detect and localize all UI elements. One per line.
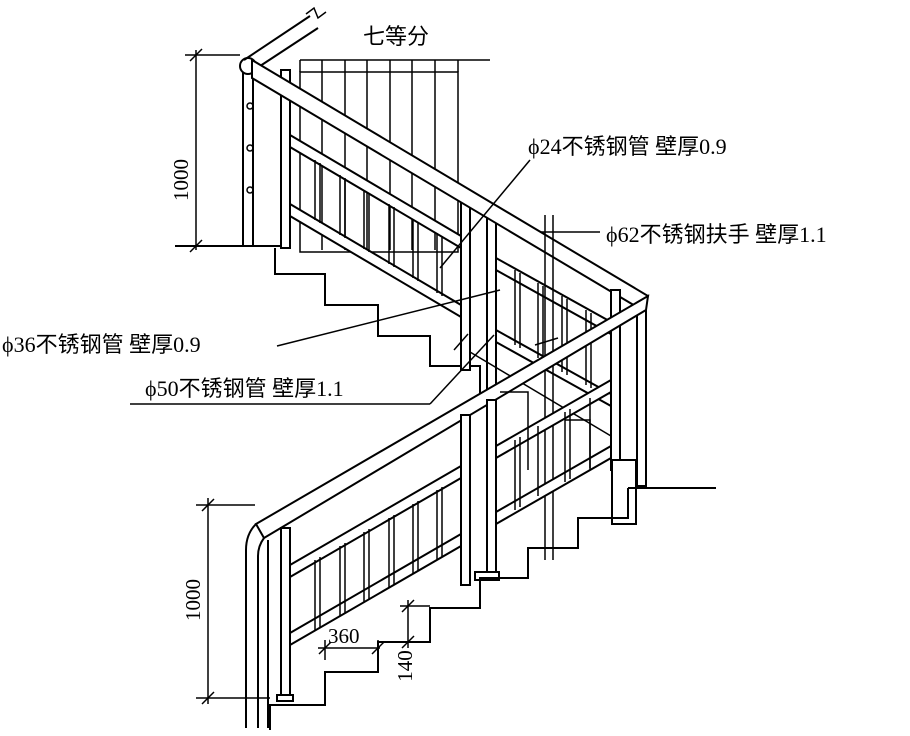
tread-label: 360 [328,624,360,648]
handrail-stub-top [243,6,327,71]
lower-height-label: 1000 [181,579,205,621]
lower-balusters [314,398,591,630]
lower-posts [276,399,500,702]
upper-rails [289,133,462,319]
pipe36-label: ϕ36不锈钢管 壁厚0.9 [2,332,201,357]
riser-label: 140 [393,650,417,682]
center-post-lines [534,215,559,560]
divide-label: 七等分 [363,24,429,49]
upper-handrail [251,58,650,312]
pipe50-label: ϕ50不锈钢管 壁厚1.1 [145,376,344,401]
riser-dimension [400,599,430,649]
lower-newel-post [245,523,269,728]
upper-height-dimension [185,48,240,253]
landing-stringer [500,391,529,470]
lower-height-dimension [196,498,270,705]
landing-stringer-2 [565,419,591,470]
handrail62-label: ϕ62不锈钢扶手 壁厚1.1 [606,222,827,247]
upper-newel-post [239,57,257,246]
lower-steps [269,488,629,730]
tread-dimension [318,640,385,660]
upper-height-label: 1000 [169,159,193,201]
corner-posts [610,289,716,525]
pipe24-label: ϕ24不锈钢管 壁厚0.9 [528,134,727,159]
lower-handrail [254,294,650,540]
leader-lines [130,159,600,405]
